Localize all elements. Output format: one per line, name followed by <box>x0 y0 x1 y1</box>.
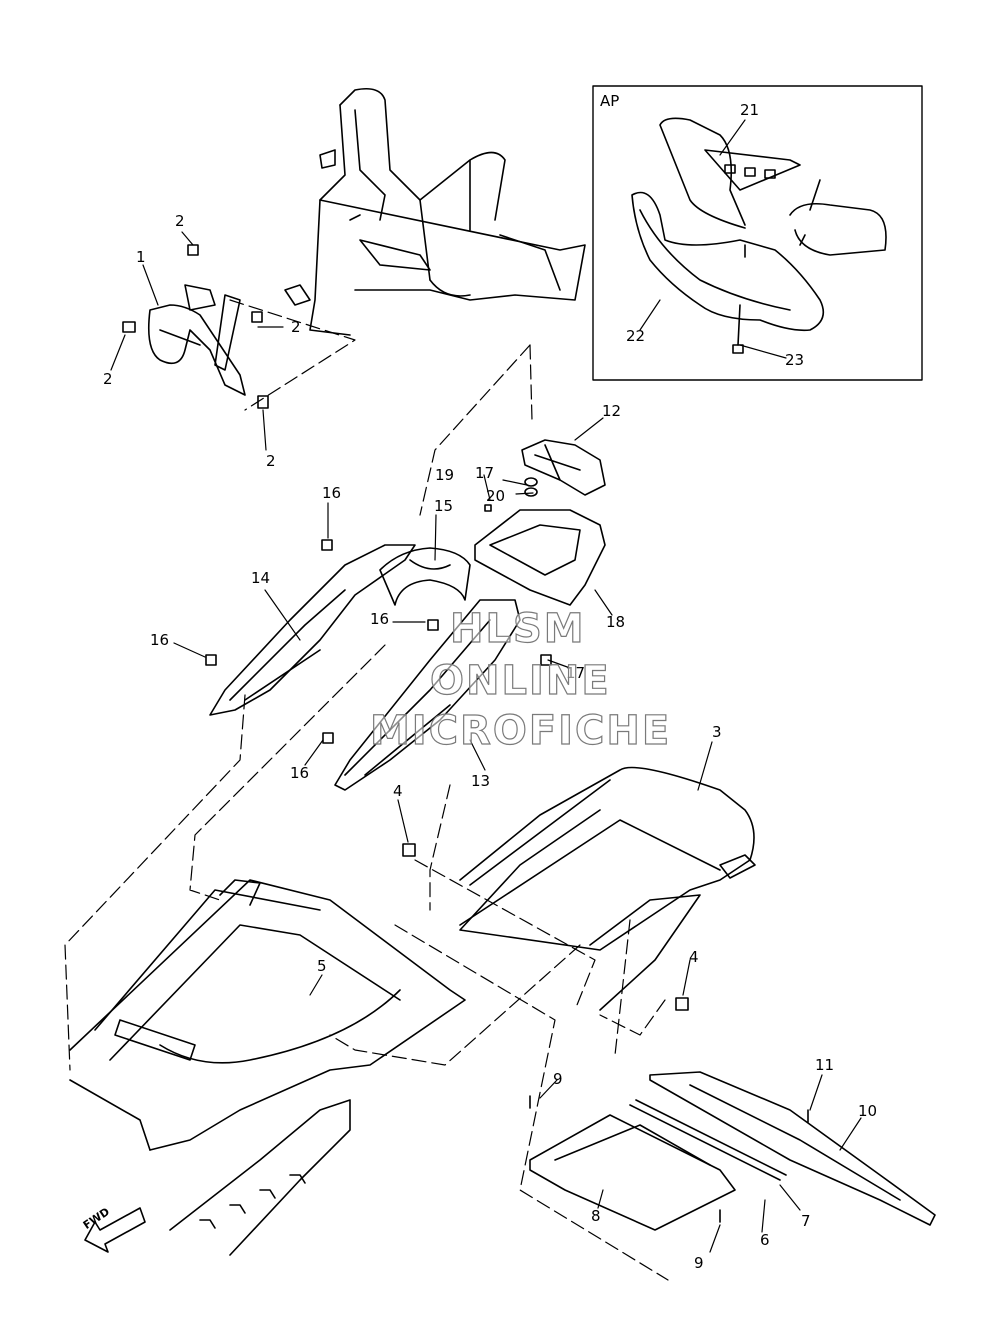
inset-screw <box>732 344 744 354</box>
screw <box>205 504 552 744</box>
callout-15: 15 <box>434 497 454 515</box>
callout-11: 11 <box>815 1056 835 1074</box>
step-plate <box>529 1114 736 1231</box>
rivet <box>529 1095 809 1223</box>
callout-13: 13 <box>471 772 491 790</box>
right-side-cover <box>334 599 521 791</box>
lower-frame <box>69 879 466 1151</box>
callout-2: 2 <box>175 212 185 230</box>
callout-17: 17 <box>475 464 495 482</box>
callout-16: 16 <box>370 610 390 628</box>
front-bumper <box>147 284 246 396</box>
callout-14: 14 <box>251 569 271 587</box>
callout-21: 21 <box>740 101 760 119</box>
inset-label: AP <box>600 92 620 110</box>
callout-19: 19 <box>435 466 455 484</box>
callout-5: 5 <box>317 957 327 975</box>
callout-8: 8 <box>591 1207 601 1225</box>
callout-2: 2 <box>266 452 276 470</box>
callout-16: 16 <box>322 484 342 502</box>
callout-10: 10 <box>858 1102 878 1120</box>
callout-4: 4 <box>689 948 699 966</box>
callout-1: 1 <box>136 248 146 266</box>
callout-2: 2 <box>103 370 113 388</box>
leader-lines <box>64 299 669 1281</box>
callout-16: 16 <box>290 764 310 782</box>
center-tail-cover <box>379 547 471 606</box>
trim-strip <box>629 1099 787 1181</box>
inset-rear-grab-bar <box>659 117 887 256</box>
callout-23: 23 <box>785 351 805 369</box>
fwd-arrow-icon <box>84 1207 146 1253</box>
upper-frame <box>284 87 586 336</box>
callout-16: 16 <box>150 631 170 649</box>
callout-6: 6 <box>760 1231 770 1249</box>
callout-22: 22 <box>626 327 646 345</box>
bolt <box>122 244 269 409</box>
watermark-line-2: ONLINE <box>429 657 611 704</box>
callout-4: 4 <box>393 782 403 800</box>
rear-rack <box>459 766 756 1011</box>
ap-inset-frame <box>592 85 923 381</box>
rear-cover <box>474 509 606 606</box>
inset-rear-guard <box>631 191 825 346</box>
callout-17: 17 <box>566 664 586 682</box>
floor-panel <box>169 1099 351 1256</box>
side-rail-panel <box>649 1071 936 1226</box>
rear-bracket <box>521 439 606 496</box>
watermark-line-1: HLSM <box>449 605 586 652</box>
callout-20: 20 <box>486 487 506 505</box>
callout-leaders <box>110 119 862 1253</box>
watermark-line-3: MICROFICHE <box>369 707 672 754</box>
bolt <box>402 843 689 1011</box>
left-side-cover <box>209 544 416 716</box>
callout-2: 2 <box>291 318 301 336</box>
callout-7: 7 <box>801 1212 811 1230</box>
callout-18: 18 <box>606 613 626 631</box>
callout-12: 12 <box>602 402 622 420</box>
callout-9: 9 <box>694 1254 704 1272</box>
callout-9: 9 <box>553 1070 563 1088</box>
callout-3: 3 <box>712 723 722 741</box>
